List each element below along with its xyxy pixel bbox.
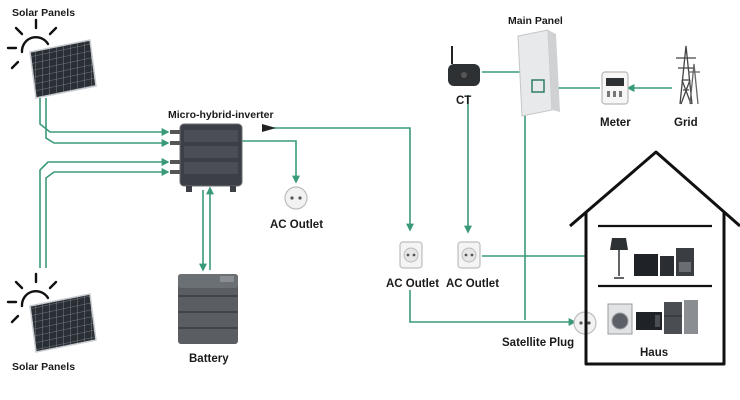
solar-array-bottom: Solar Panels [6, 272, 97, 373]
ac-outlet-2: AC Outlet [386, 241, 439, 290]
battery-icon [178, 274, 238, 344]
ac-outlet-2-label: AC Outlet [386, 278, 439, 290]
sun-icon [6, 18, 58, 70]
satellite-plug: Satellite Plug [502, 311, 597, 349]
solar-array-top: Solar Panels [6, 7, 97, 99]
inverter-icon [170, 123, 276, 192]
meter: Meter [600, 71, 631, 129]
grid: Grid [674, 45, 700, 129]
router-icon [448, 46, 480, 86]
solar-panels-bottom-label: Solar Panels [12, 361, 75, 373]
fridge-icon [664, 300, 698, 334]
outlet-icon [284, 186, 308, 210]
main-panel: Main Panel [508, 15, 563, 117]
ac-outlet-1: AC Outlet [270, 186, 323, 231]
outlet-icon [457, 241, 481, 269]
battery: Battery [178, 274, 238, 365]
outlet-icon [399, 241, 423, 269]
meter-label: Meter [600, 117, 631, 129]
ac-outlet-3-label: AC Outlet [446, 278, 499, 290]
main-panel-label: Main Panel [508, 15, 563, 27]
main-panel-icon [517, 29, 560, 117]
satellite-plug-label: Satellite Plug [502, 337, 574, 349]
solar-panels-top-label: Solar Panels [12, 7, 75, 19]
ac-outlet-3: AC Outlet [446, 241, 499, 290]
ct-label: CT [456, 95, 471, 107]
microwave-icon [636, 312, 662, 330]
solar-panel-icon [29, 39, 97, 99]
haus-label: Haus [640, 347, 668, 359]
floor-lamp-icon [610, 238, 628, 279]
ct-device: CT [448, 46, 480, 107]
grid-label: Grid [674, 117, 698, 129]
sun-icon [6, 272, 58, 324]
wires [39, 71, 672, 326]
tv-icon [634, 254, 674, 276]
pylon-icon [676, 45, 700, 105]
ac-outlet-1-label: AC Outlet [270, 219, 323, 231]
coffee-maker-icon [676, 248, 694, 276]
solar-panel-icon [29, 293, 97, 353]
battery-label: Battery [189, 353, 229, 365]
house: Haus [569, 150, 740, 366]
meter-icon [601, 71, 629, 105]
washer-icon [607, 303, 633, 335]
inverter-label: Micro-hybrid-inverter [168, 109, 274, 121]
inverter: Micro-hybrid-inverter [168, 109, 276, 192]
house-icon [569, 150, 740, 366]
